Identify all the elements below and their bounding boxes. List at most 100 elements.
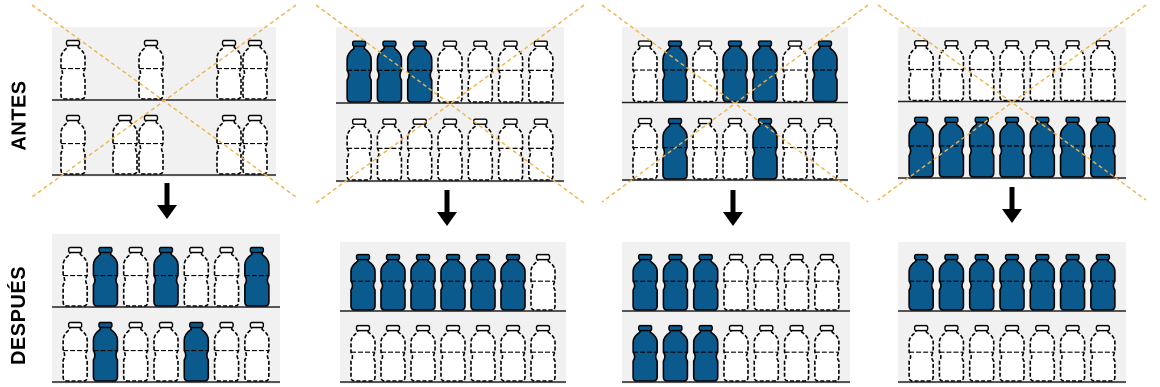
scenario-3-before-shelf-shelf-1-bottle-4 [722, 40, 748, 103]
scenario-1-after-shelf [52, 234, 280, 384]
scenario-2-before-shelf-shelf-2-bottle-3 [406, 118, 433, 181]
scenario-3-after-shelf-shelf-2-bottle-4 [723, 324, 749, 382]
scenario-2-after-shelf-shelf-2-bottle-7 [530, 324, 556, 382]
scenario-2-before-shelf-shelf-1-bottle-5 [467, 40, 494, 103]
scenario-1-after-shelf-shelf-2-bottle-4 [153, 321, 179, 382]
scenario-4-before-shelf-shelf-1-bottle-1 [908, 40, 934, 102]
scenario-4-before-shelf-shelf-2-bottle-7 [1090, 116, 1116, 178]
scenario-4-before-shelf-graphic [877, 4, 1147, 201]
scenario-4-before-shelf-shelf-2-bottle-2 [938, 116, 965, 178]
scenario-4-before-shelf-shelf-1-bottle-7 [1090, 40, 1116, 102]
scenario-1-after-shelf-shelf-1-bottle-2 [92, 246, 119, 307]
scenario-4-before-shelf-shelf-1-bottle-4 [999, 40, 1025, 102]
scenario-2-after-shelf-shelf-1-bottle-7 [530, 253, 556, 311]
scenario-2-arrow [435, 190, 459, 228]
scenario-4-before-shelf-shelf-2-bottle-5 [1029, 116, 1056, 178]
scenario-4-before-shelf-shelf-2-bottle-3 [968, 116, 995, 178]
scenario-4-after-shelf-shelf-1-bottle-1 [908, 253, 934, 311]
scenario-3-after-shelf [622, 242, 850, 384]
scenario-1-after-shelf-shelf-1-bottle-1 [62, 246, 88, 307]
scenario-3-after-shelf-shelf-2-bottle-7 [814, 324, 840, 382]
scenario-2-after-shelf-shelf-1-bottle-3 [410, 253, 436, 311]
scenario-3-after-shelf-shelf-1-bottle-6 [783, 253, 810, 311]
scenario-2-before-shelf-shelf-2-bottle-2 [376, 118, 403, 181]
scenario-2-after-shelf-shelf-1-bottle-5 [470, 253, 496, 311]
scenario-2-before-shelf-shelf-1-bottle-4 [437, 40, 463, 103]
scenario-4-after-shelf-shelf-2-bottle-4 [999, 324, 1025, 382]
scenario-1-after-shelf-graphic [52, 234, 280, 384]
scenario-4-before-shelf [877, 4, 1147, 201]
scenario-4-before-shelf-shelf-1-bottle-5 [1029, 40, 1056, 102]
after-row-label: DESPUÉS [0, 250, 40, 380]
scenario-4-after-shelf [898, 242, 1126, 384]
scenario-1-after-shelf-shelf-2-bottle-2 [92, 321, 119, 382]
scenario-4-after-shelf-graphic [898, 242, 1126, 384]
scenario-3-after-shelf-shelf-1-bottle-1 [632, 253, 658, 311]
scenario-1-after-shelf-shelf-2-bottle-1 [62, 321, 88, 382]
scenario-4-after-shelf-shelf-2-bottle-5 [1029, 324, 1056, 382]
scenario-3-before-shelf-cross-mark [601, 4, 869, 203]
scenario-1-after-shelf-shelf-1-bottle-6 [213, 246, 240, 307]
scenario-2-before-shelf-shelf-1-bottle-1 [346, 40, 372, 103]
scenario-1-after-shelf-shelf-1-bottle-5 [183, 246, 210, 307]
scenario-3-before-shelf-shelf-2-bottle-6 [782, 117, 808, 180]
scenario-1-after-shelf-shelf-2-bottle-7 [244, 321, 270, 382]
scenario-1-before-shelf-shelf-1-bottle-7 [216, 39, 242, 100]
scenario-3-before-shelf-shelf-1-bottle-5 [752, 40, 778, 103]
scenario-3-before-shelf-graphic [601, 4, 869, 203]
scenario-1-before-shelf-graphic [31, 4, 297, 198]
scenario-2-before-shelf [315, 4, 585, 204]
scenario-1-before-shelf-shelf-2-bottle-8 [242, 114, 268, 175]
scenario-4-before-shelf-shelf-2-bottle-1 [908, 116, 934, 178]
scenario-4-after-shelf-shelf-1-bottle-7 [1090, 253, 1116, 311]
scenario-3-before-shelf-shelf-1-bottle-6 [782, 40, 808, 103]
scenario-2-after-shelf-shelf-2-bottle-6 [500, 324, 526, 382]
scenario-1-before-shelf-shelf-1-bottle-8 [242, 39, 268, 100]
scenario-4-after-shelf-shelf-1-bottle-6 [1059, 253, 1086, 311]
before-label-text: ANTES [8, 79, 31, 151]
scenario-2-before-shelf-shelf-1-bottle-7 [528, 40, 554, 103]
scenario-1-after-shelf-shelf-1-bottle-7 [244, 246, 270, 307]
scenario-2-after-shelf-shelf-2-bottle-1 [350, 324, 376, 382]
scenario-1-before-shelf-shelf-2-bottle-4 [138, 114, 164, 175]
after-label-text: DESPUÉS [8, 265, 31, 365]
scenario-3-after-shelf-shelf-1-bottle-4 [723, 253, 749, 311]
scenario-3-after-shelf-shelf-2-bottle-6 [783, 324, 810, 382]
scenario-2-after-shelf-shelf-1-bottle-4 [440, 253, 466, 311]
scenario-3-after-shelf-shelf-1-bottle-3 [692, 253, 719, 311]
scenario-1-before-shelf-cross-mark [31, 4, 297, 198]
scenario-3-after-shelf-shelf-2-bottle-2 [662, 324, 689, 382]
scenario-2-after-shelf-shelf-2-bottle-2 [380, 324, 406, 382]
scenario-4-after-shelf-shelf-1-bottle-4 [999, 253, 1025, 311]
scenario-2-before-shelf-graphic [315, 4, 585, 204]
scenario-3-before-shelf-shelf-2-bottle-3 [692, 117, 718, 180]
scenario-3-before-shelf-shelf-1-bottle-2 [662, 40, 688, 103]
scenario-4-before-shelf-shelf-2-bottle-4 [999, 116, 1025, 178]
scenario-1-after-shelf-shelf-1-bottle-4 [153, 246, 179, 307]
scenario-3-before-shelf-shelf-1-bottle-7 [812, 40, 838, 103]
scenario-2-after-shelf [340, 242, 566, 384]
scenario-2-after-shelf-shelf-1-bottle-2 [380, 253, 406, 311]
scenario-4-before-shelf-shelf-1-bottle-2 [938, 40, 965, 102]
scenario-4-after-shelf-shelf-2-bottle-7 [1090, 324, 1116, 382]
scenario-3-before-shelf-shelf-1-bottle-1 [632, 40, 658, 103]
scenario-3-after-shelf-shelf-2-bottle-5 [753, 324, 780, 382]
scenario-2-before-shelf-shelf-1-bottle-2 [376, 40, 403, 103]
scenario-1-before-shelf-shelf-1-bottle-1 [60, 39, 86, 100]
scenario-2-before-shelf-shelf-1-bottle-3 [406, 40, 433, 103]
scenario-4-after-shelf-shelf-1-bottle-5 [1029, 253, 1056, 311]
scenario-4-after-shelf-shelf-2-bottle-2 [938, 324, 965, 382]
scenario-3-after-shelf-graphic [622, 242, 850, 384]
scenario-2-before-shelf-shelf-2-bottle-5 [467, 118, 494, 181]
scenario-2-after-shelf-shelf-1-bottle-1 [350, 253, 376, 311]
scenario-3-before-shelf-shelf-2-bottle-5 [752, 117, 778, 180]
scenario-4-before-shelf-shelf-1-bottle-6 [1059, 40, 1086, 102]
scenario-1-arrow [155, 183, 179, 221]
scenario-3-before-shelf-shelf-2-bottle-2 [662, 117, 688, 180]
scenario-1-after-shelf-shelf-2-bottle-3 [122, 321, 149, 382]
scenario-2-after-shelf-shelf-2-bottle-4 [440, 324, 466, 382]
scenario-2-after-shelf-shelf-2-bottle-5 [470, 324, 496, 382]
scenario-4-after-shelf-shelf-2-bottle-6 [1059, 324, 1086, 382]
scenario-4-arrow [1000, 187, 1024, 225]
scenario-3-arrow [721, 190, 745, 228]
